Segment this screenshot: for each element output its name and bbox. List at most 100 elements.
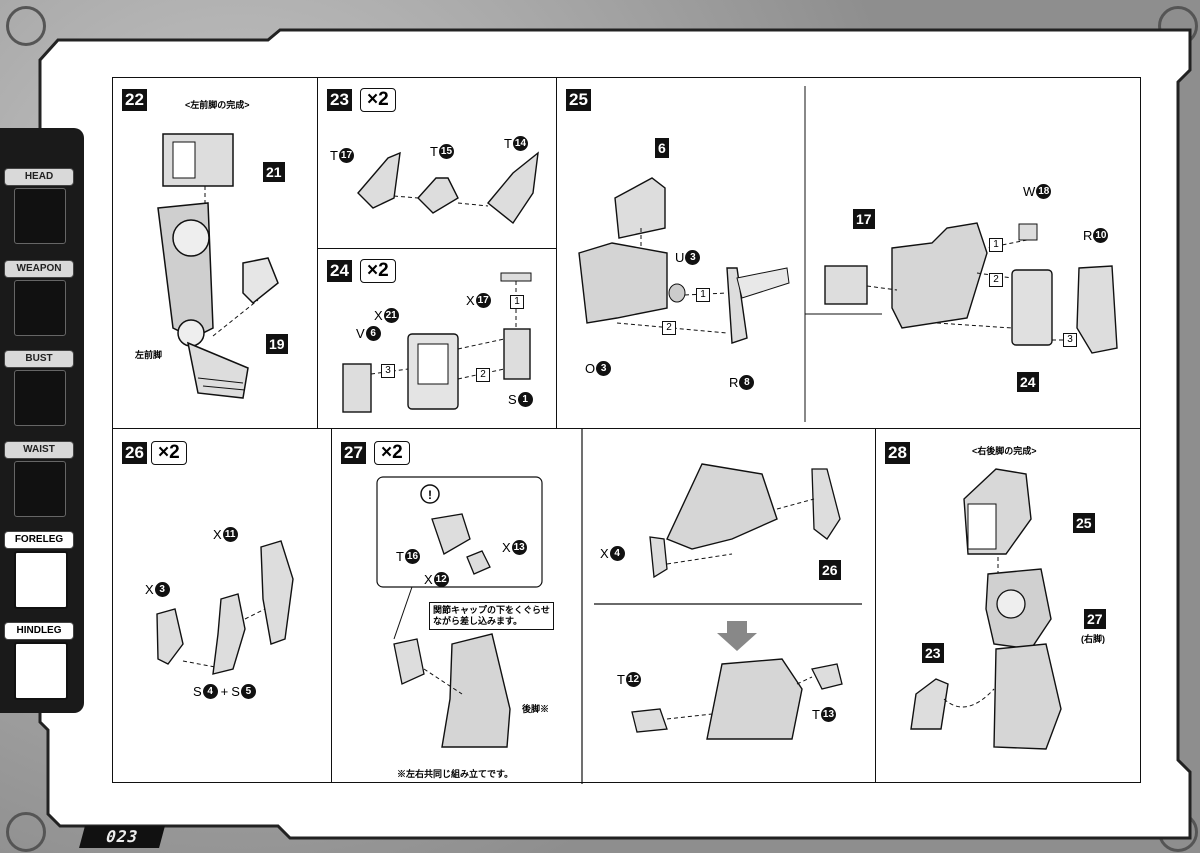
tab-weapon-label: WEAPON [4,260,74,278]
part-box-19: 19 [266,334,288,354]
foreleg-assembly-illustration [157,133,279,399]
parts-illustration [156,540,294,675]
tab-waist[interactable]: WAIST [4,441,76,521]
part-number: 8 [739,375,755,390]
step-caption: <右後脚の完成> [972,446,1037,456]
part-number: 3 [685,250,701,265]
part-number: 4 [609,546,625,561]
part-letter: R [729,375,739,390]
part-box-27-sub: (右脚) [1081,634,1105,644]
tab-head-label: HEAD [4,168,74,186]
multiplier-badge: ×2 [360,259,396,283]
part-letter: T [430,144,438,159]
part-number: 13 [511,540,527,555]
tab-bust[interactable]: BUST [4,350,76,430]
note-line-1: 関節キャップの下をくぐらせ [433,605,550,615]
tab-weapon[interactable]: WEAPON [4,260,76,340]
part-letter: X [213,527,222,542]
part-number: 3 [596,361,612,376]
step-number: 27 [341,442,366,464]
waist-icon [14,461,66,517]
part-number: 15 [438,144,454,159]
sequence-1: 1 [696,288,710,302]
part-letter: S [193,684,202,699]
part-letter: X [466,293,475,308]
step-number: 26 [122,442,147,464]
part-number: 1 [517,392,533,407]
hindleg-icon [14,642,68,700]
part-box-17: 17 [853,209,875,229]
step-22-panel: 22 <左前脚の完成> 21 19 左前脚 [112,77,318,429]
part-number: 10 [1093,228,1109,243]
weapon-icon [14,280,66,336]
part-number: 17 [475,293,491,308]
assembly-note: 関節キャップの下をくぐらせ ながら差し込みます。 [429,602,554,630]
note-line-2: ながら差し込みます。 [433,616,523,626]
part-letter: S [231,684,240,699]
part-letter: X [600,546,609,561]
sequence-2: 2 [989,273,1003,287]
hind-leg-label: 後脚※ [522,704,550,714]
step-28-panel: 28 <右後脚の完成> 25 27 (右脚) 23 [875,428,1141,783]
part-letter: T [330,148,338,163]
step-number: 28 [885,442,910,464]
part-letter: S [508,392,517,407]
multiplier-badge: ×2 [374,441,410,465]
part-number: 6 [365,326,381,341]
part-number: 5 [240,684,256,699]
part-number: 17 [338,148,354,163]
foreleg-icon [14,551,68,609]
sequence-3: 3 [1063,333,1077,347]
part-number: 12 [625,672,641,687]
leg-label: 左前脚 [135,350,163,360]
tab-hindleg[interactable]: HINDLEG [4,622,76,702]
corner-emblem-top-left [6,6,46,46]
part-letter: T [504,136,512,151]
hindleg-assembly-illustration [910,468,1062,750]
tab-foreleg[interactable]: FORELEG [4,531,76,611]
part-number: 14 [512,136,528,151]
part-number: 21 [383,308,399,323]
part-box-23: 23 [922,643,944,663]
part-letter: W [1023,184,1036,199]
part-letter: V [356,326,365,341]
sequence-3: 3 [381,364,395,378]
part-letter: X [145,582,154,597]
assembly-illustration: ! [376,429,862,784]
part-number: 16 [404,549,420,564]
tab-bust-label: BUST [4,350,74,368]
part-letter: T [812,707,820,722]
page-number: 023 [79,826,165,848]
step-number: 25 [566,89,591,111]
tab-head[interactable]: HEAD [4,168,76,248]
parts-illustration [357,151,539,225]
sequence-1: 1 [510,295,524,309]
sequence-2: 2 [476,368,490,382]
part-letter: R [1083,228,1093,243]
step-caption: <左前脚の完成> [185,100,250,110]
part-number: 4 [202,684,218,699]
part-box-6: 6 [655,138,669,158]
tab-waist-label: WAIST [4,441,74,459]
step-number: 24 [327,260,352,282]
part-letter: X [424,572,433,587]
sequence-1: 1 [989,238,1003,252]
corner-emblem-bottom-left [6,812,46,852]
